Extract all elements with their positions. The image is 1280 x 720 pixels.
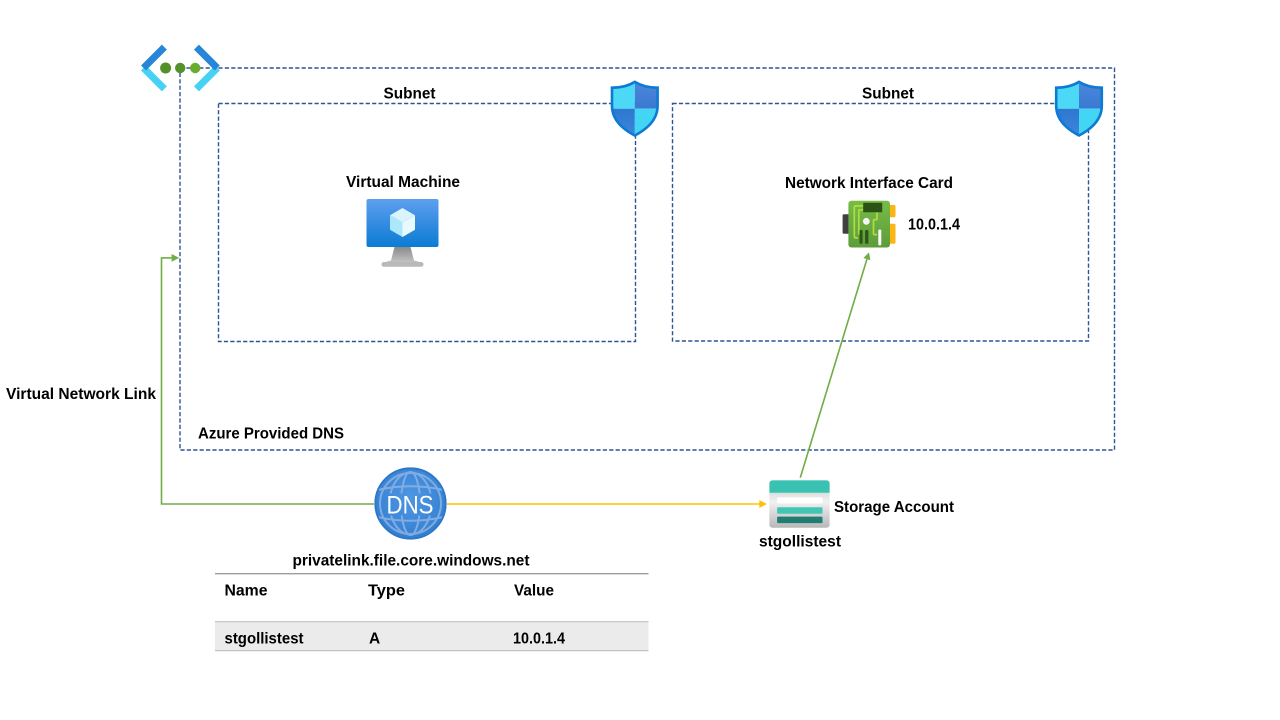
svg-text:10.0.1.4: 10.0.1.4	[513, 631, 565, 648]
svg-text:Storage Account: Storage Account	[834, 499, 954, 516]
svg-text:stgollistest: stgollistest	[225, 631, 304, 648]
svg-text:Virtual Network Link: Virtual Network Link	[6, 386, 156, 403]
svg-text:Value: Value	[514, 583, 554, 600]
svg-text:A: A	[369, 631, 380, 648]
svg-text:DNS: DNS	[387, 492, 434, 520]
svg-text:stgollistest: stgollistest	[759, 534, 841, 551]
svg-text:Subnet: Subnet	[862, 86, 914, 103]
svg-text:privatelink.file.core.windows.: privatelink.file.core.windows.net	[293, 553, 530, 570]
svg-text:Subnet: Subnet	[384, 86, 436, 103]
svg-text:Network Interface Card: Network Interface Card	[785, 175, 953, 192]
svg-text:10.0.1.4: 10.0.1.4	[908, 217, 960, 234]
svg-text:Name: Name	[225, 583, 268, 600]
svg-text:Azure Provided DNS: Azure Provided DNS	[198, 426, 344, 443]
svg-text:Virtual Machine: Virtual Machine	[346, 174, 460, 191]
svg-text:Type: Type	[368, 583, 405, 600]
